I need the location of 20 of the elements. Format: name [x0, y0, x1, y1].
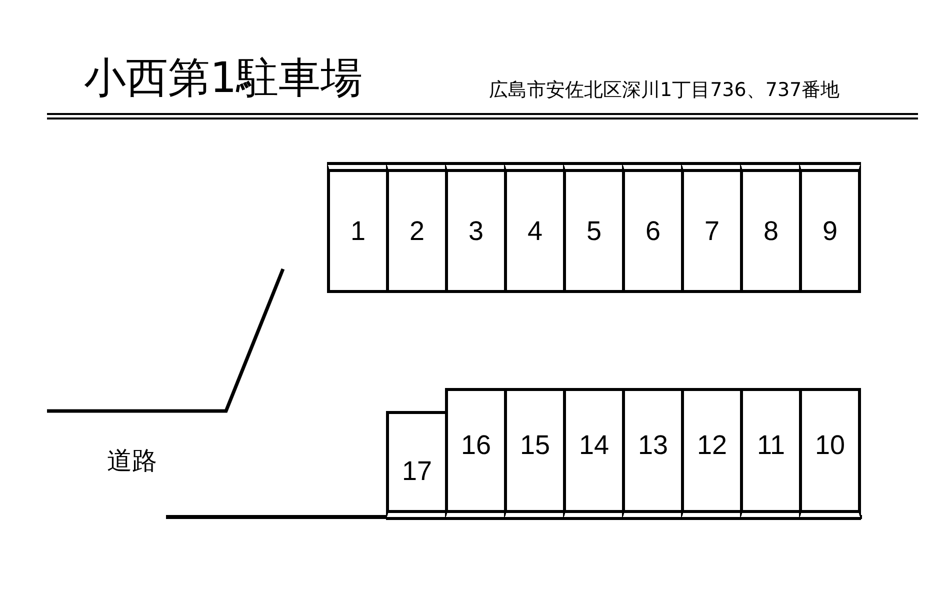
parking-space: 3: [445, 162, 507, 293]
parking-space: 10: [799, 388, 861, 520]
parking-space: 11: [740, 388, 802, 520]
parking-space: 14: [563, 388, 625, 520]
title: 小西第1駐車場: [84, 52, 363, 104]
parking-space: 15: [504, 388, 566, 520]
parking-space: 9: [799, 162, 861, 293]
parking-space: 13: [622, 388, 684, 520]
parking-space: 16: [445, 388, 507, 520]
parking-space: 7: [681, 162, 743, 293]
address-text: 広島市安佐北区深川1丁目736、737番地: [489, 78, 840, 103]
parking-space: 4: [504, 162, 566, 293]
parking-space: 8: [740, 162, 802, 293]
road-label: 道路: [107, 445, 157, 477]
parking-space: 5: [563, 162, 625, 293]
parking-space: 6: [622, 162, 684, 293]
parking-space: 1: [327, 162, 389, 293]
parking-space: 12: [681, 388, 743, 520]
parking-space: 2: [386, 162, 448, 293]
parking-space: 17: [386, 411, 448, 520]
